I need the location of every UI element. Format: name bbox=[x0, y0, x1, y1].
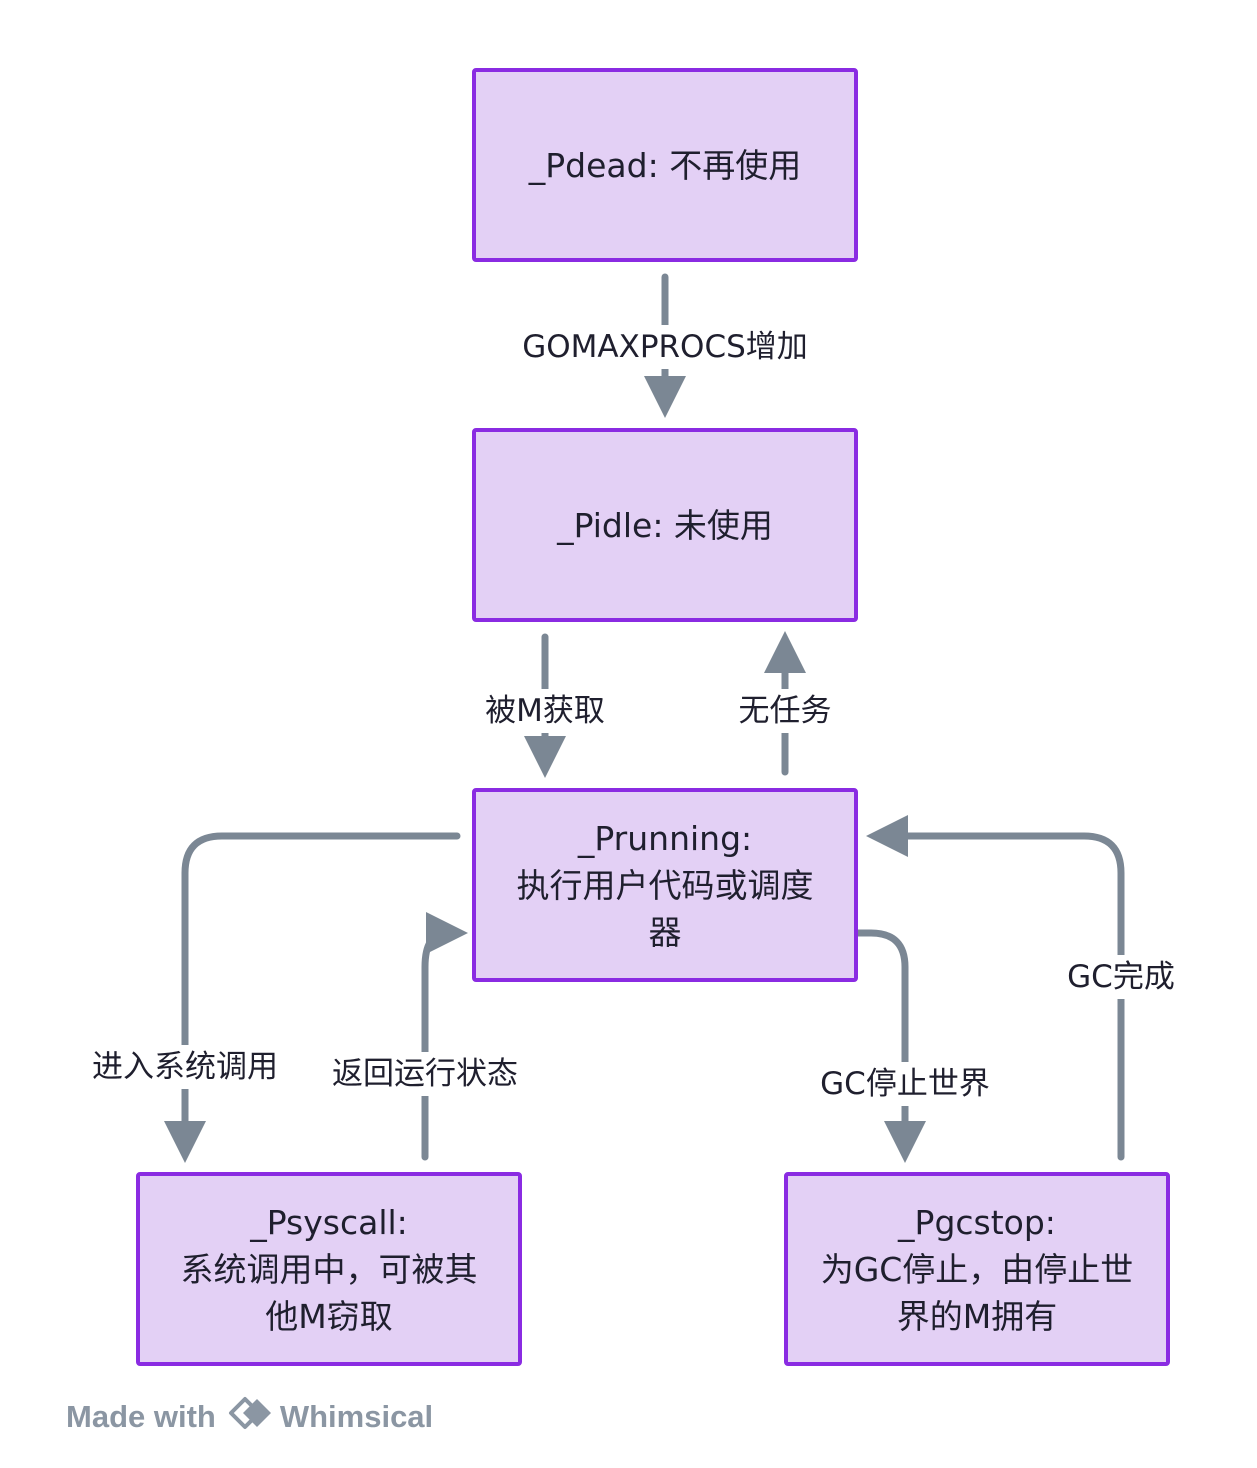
edge-label-gc-done: GC完成 bbox=[1061, 955, 1181, 999]
made-with-whimsical-footer[interactable]: Made with Whimsical bbox=[66, 1396, 433, 1438]
node-pgcstop[interactable]: _Pgcstop: 为GC停止，由停止世 界的M拥有 bbox=[784, 1172, 1170, 1366]
node-prunning-desc-line1: 执行用户代码或调度 bbox=[516, 865, 814, 905]
node-pidle[interactable]: _Pidle: 未使用 bbox=[472, 428, 858, 622]
edge-label-acquired-by-m: 被M获取 bbox=[479, 689, 611, 733]
edge-gc-done bbox=[866, 815, 1125, 1161]
node-pgcstop-desc-line1: 为GC停止，由停止世 bbox=[820, 1249, 1134, 1289]
node-prunning-desc-line2: 器 bbox=[648, 912, 682, 952]
edge-gc-stw bbox=[853, 929, 926, 1163]
edge-enter-syscall bbox=[164, 832, 461, 1163]
edge-label-enter-syscall: 进入系统调用 bbox=[86, 1045, 284, 1089]
made-with-text: Made with bbox=[66, 1399, 216, 1434]
edge-label-gomaxprocs: GOMAXPROCS增加 bbox=[516, 325, 814, 369]
node-pgcstop-desc-line2: 界的M拥有 bbox=[896, 1296, 1058, 1336]
node-prunning-title: _Prunning: bbox=[577, 818, 753, 858]
edge-label-gc-stw: GC停止世界 bbox=[814, 1062, 996, 1106]
node-psyscall-title: _Psyscall: bbox=[250, 1202, 408, 1242]
node-pdead[interactable]: _Pdead: 不再使用 bbox=[472, 68, 858, 262]
node-psyscall-desc-line1: 系统调用中，可被其 bbox=[180, 1249, 478, 1289]
node-psyscall[interactable]: _Psyscall: 系统调用中，可被其 他M窃取 bbox=[136, 1172, 522, 1366]
edge-label-no-task: 无任务 bbox=[732, 689, 838, 733]
node-pidle-label: _Pidle: 未使用 bbox=[557, 505, 773, 545]
node-prunning[interactable]: _Prunning: 执行用户代码或调度 器 bbox=[472, 788, 858, 982]
node-pdead-label: _Pdead: 不再使用 bbox=[528, 145, 802, 185]
node-pgcstop-title: _Pgcstop: bbox=[898, 1202, 1056, 1242]
node-psyscall-desc-line2: 他M窃取 bbox=[265, 1296, 393, 1336]
edge-label-return-running: 返回运行状态 bbox=[326, 1052, 524, 1096]
edge-return-running bbox=[421, 912, 468, 1161]
whimsical-brand-text: Whimsical bbox=[279, 1399, 434, 1434]
whimsical-logo-icon bbox=[228, 1396, 274, 1438]
